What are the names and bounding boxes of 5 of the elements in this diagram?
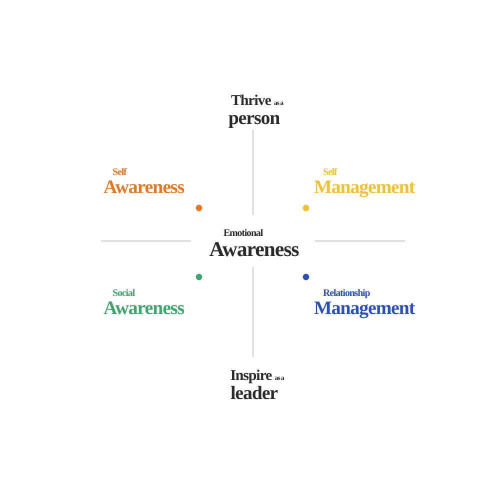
quadrant-label: Self Awareness — [104, 168, 184, 197]
quadrant-label: Relationship Management — [314, 289, 415, 318]
quadrant-label: Social Awareness — [104, 289, 184, 318]
center-title: Emotional Awareness — [209, 229, 299, 260]
quadrant-label: Self Management — [314, 168, 415, 197]
